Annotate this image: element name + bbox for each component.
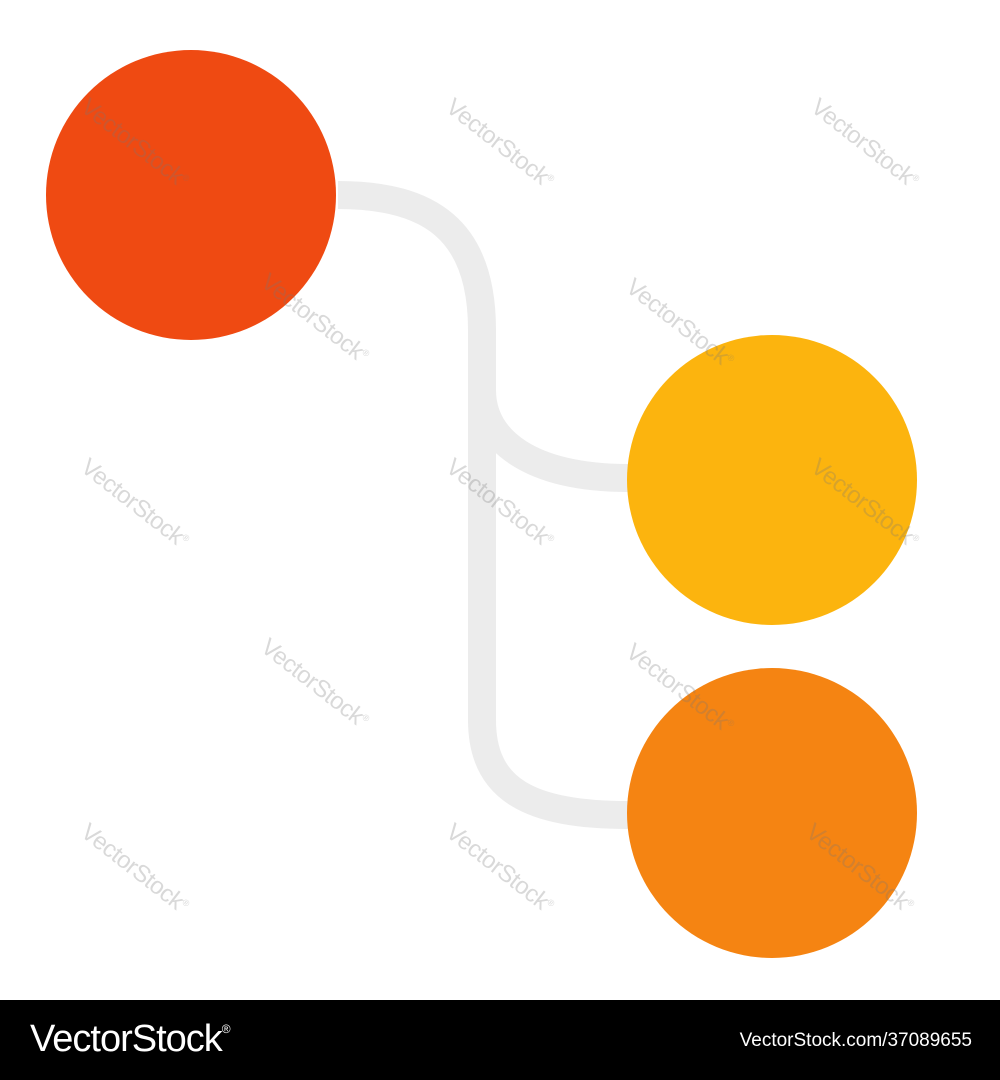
child-node-bottom-circle [627,668,917,958]
root-node-circle [46,50,336,340]
connector-branch [468,389,629,492]
footer-logo: VectorStock® [30,1018,231,1061]
child-node-top-circle [627,335,917,625]
flow-diagram [46,50,917,958]
footer-image-id: VectorStock.com/37089655 [739,1030,972,1051]
footer-logo-mark: ® [221,1022,231,1036]
footer-logo-text: VectorStock [30,1018,223,1060]
footer-bar: VectorStock® VectorStock.com/37089655 [0,1000,1000,1080]
connector-line [337,181,629,829]
diagram-canvas: VectorStock® VectorStock® VectorStock® V… [46,50,922,958]
